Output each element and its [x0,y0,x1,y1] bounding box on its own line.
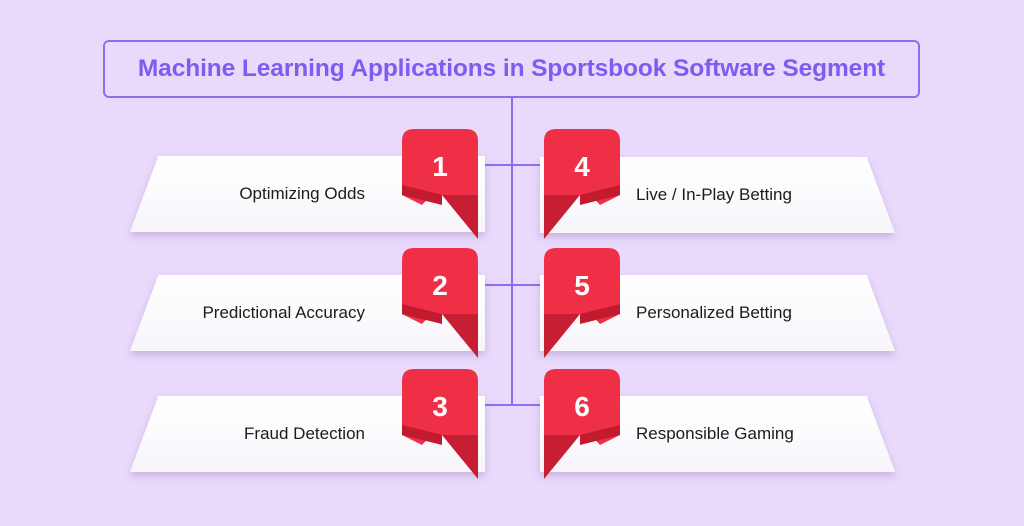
number-badge-3: 3 [402,369,482,489]
badge-number: 1 [432,151,448,182]
badge-shape [544,129,620,239]
number-badge-1: 1 [402,129,482,249]
card-label: Personalized Betting [636,303,792,322]
badge-shape [402,129,478,239]
badge-number: 6 [574,391,590,422]
badge-shape [544,369,620,479]
number-badge-5: 5 [544,248,624,368]
badge-number: 3 [432,391,448,422]
title-box: Machine Learning Applications in Sportsb… [103,40,920,98]
number-badge-4: 4 [544,129,624,249]
card-label: Predictional Accuracy [202,303,365,322]
card-label: Responsible Gaming [636,424,794,443]
number-badge-2: 2 [402,248,482,368]
number-badge-6: 6 [544,369,624,489]
badge-number: 4 [574,151,590,182]
badge-shape [402,248,478,358]
badge-shape [402,369,478,479]
card-label: Fraud Detection [244,424,365,443]
badge-number: 2 [432,270,448,301]
diagram-title: Machine Learning Applications in Sportsb… [137,55,886,82]
card-label: Optimizing Odds [239,184,365,203]
badge-shape [544,248,620,358]
card-label: Live / In-Play Betting [636,185,792,204]
badge-number: 5 [574,270,590,301]
